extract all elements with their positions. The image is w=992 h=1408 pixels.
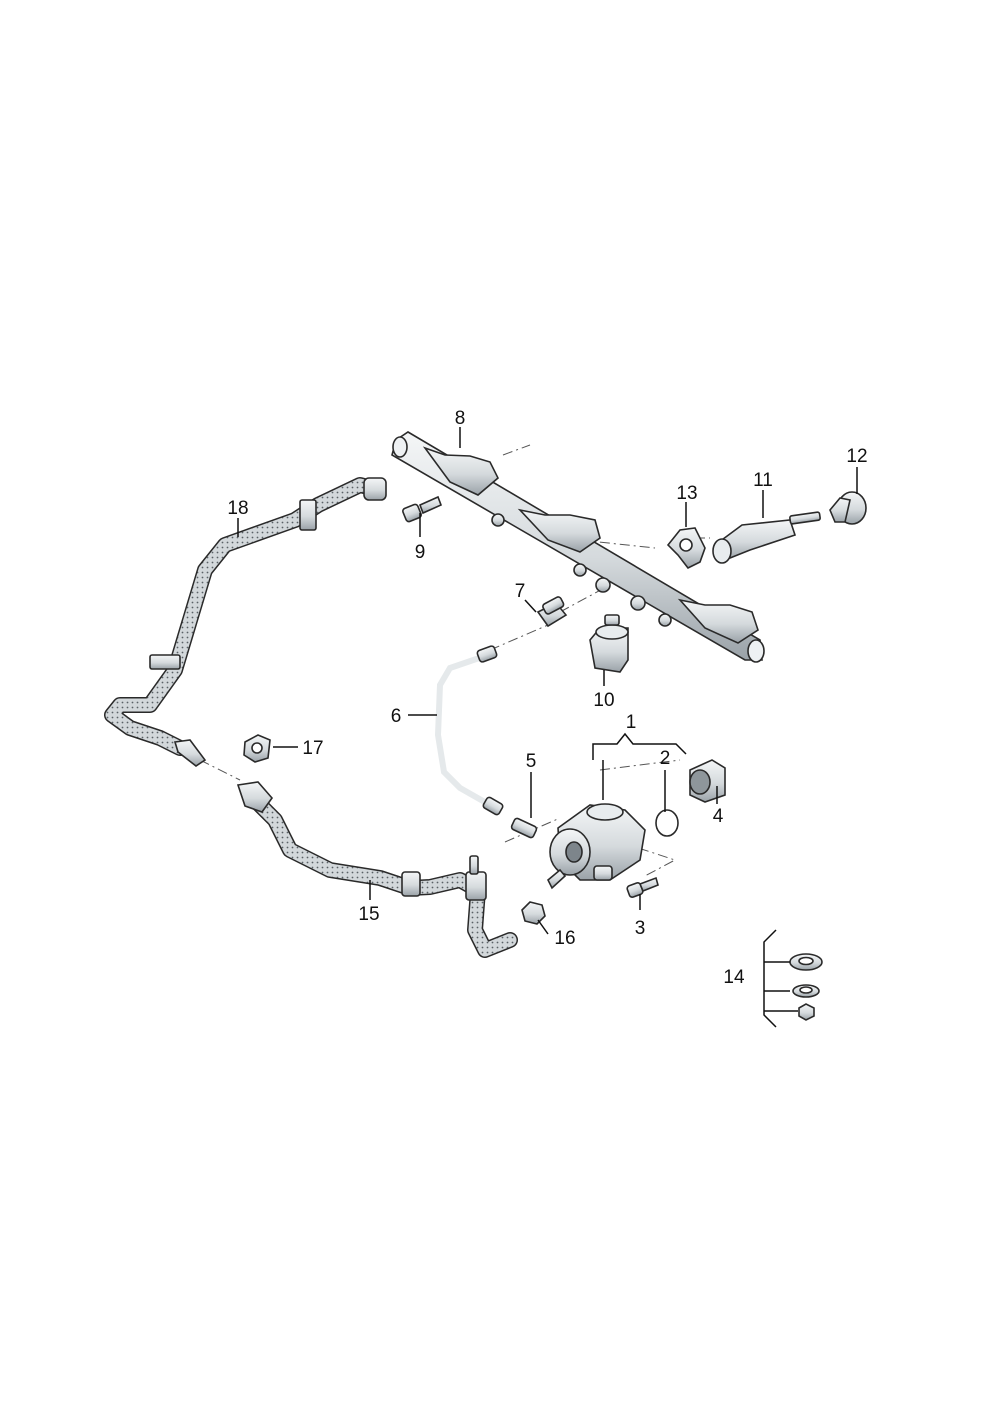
callout-5: 5 bbox=[526, 751, 537, 772]
callout-12: 12 bbox=[846, 446, 867, 467]
callout-9: 9 bbox=[415, 542, 426, 563]
callout-labels: 1 2 3 4 5 6 7 8 9 10 11 12 13 14 15 16 1… bbox=[227, 408, 867, 988]
callout-11: 11 bbox=[753, 470, 773, 491]
nut-16 bbox=[521, 901, 546, 925]
callout-4: 4 bbox=[713, 806, 724, 827]
union-7 bbox=[536, 596, 568, 628]
assembly-axis-lines bbox=[199, 444, 710, 877]
callout-6: 6 bbox=[391, 706, 402, 727]
callout-2: 2 bbox=[660, 748, 671, 769]
callout-10: 10 bbox=[593, 690, 614, 711]
callout-18: 18 bbox=[227, 498, 248, 519]
callout-14: 14 bbox=[723, 967, 745, 988]
pressure-sensor-10 bbox=[589, 614, 629, 673]
callout-3: 3 bbox=[635, 918, 646, 939]
callout-15: 15 bbox=[358, 904, 379, 925]
clamp-17 bbox=[243, 734, 271, 763]
callout-16: 16 bbox=[554, 928, 575, 949]
injector-11 bbox=[712, 511, 821, 564]
fuel-hose-18 bbox=[104, 477, 387, 767]
callout-7: 7 bbox=[515, 581, 526, 602]
clip-13 bbox=[666, 527, 706, 570]
fuel-line-6 bbox=[434, 645, 504, 816]
callout-17: 17 bbox=[302, 738, 323, 759]
bolt-3 bbox=[626, 876, 659, 898]
union-5 bbox=[510, 817, 538, 839]
hardware-set-14 bbox=[789, 953, 823, 1021]
leader-lines bbox=[237, 427, 858, 1028]
callout-13: 13 bbox=[676, 483, 697, 504]
callout-1: 1 bbox=[626, 712, 637, 733]
fuel-hose-15 bbox=[236, 781, 518, 958]
tappet-4 bbox=[689, 759, 726, 803]
seal-12 bbox=[829, 491, 867, 525]
o-ring-2 bbox=[655, 809, 679, 837]
bolt-9 bbox=[402, 495, 443, 523]
fuel-rail bbox=[391, 431, 765, 663]
callout-8: 8 bbox=[455, 408, 466, 429]
high-pressure-pump-1 bbox=[547, 803, 646, 890]
